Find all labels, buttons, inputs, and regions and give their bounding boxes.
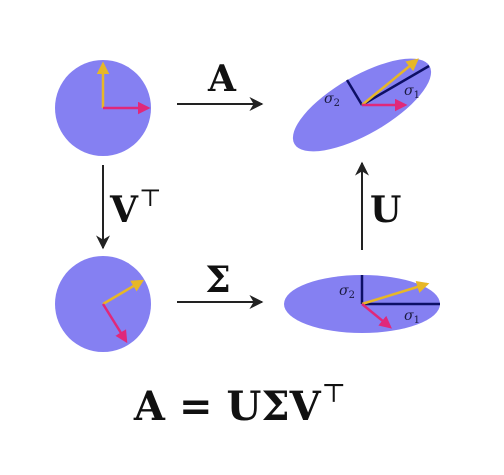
- sigma1-label-bottom: σ1: [404, 308, 420, 326]
- operator-u-label: U: [370, 189, 401, 231]
- scaled-vector-magenta: [361, 303, 392, 329]
- input-disc-group: [55, 60, 151, 156]
- output-vector-gold: [361, 58, 419, 106]
- operator-vt-label: V⊤: [109, 184, 162, 231]
- rotated-disc-group: [55, 256, 151, 352]
- scaled-vector-gold: [361, 280, 430, 306]
- sigma2-label-bottom: σ2: [339, 283, 355, 301]
- operator-a-label: A: [207, 58, 237, 100]
- scaled-ellipse-group: σ2 σ1: [284, 275, 440, 333]
- output-ellipse-group: σ2 σ1: [292, 58, 432, 152]
- svd-equation: A=UΣV⊤: [133, 379, 346, 430]
- sigma2-axis-rotated: [345, 79, 364, 106]
- rotated-vector-gold: [102, 279, 145, 306]
- operator-sigma-label: Σ: [205, 259, 230, 301]
- sigma1-label-top: σ1: [404, 83, 420, 101]
- sigma2-label-top: σ2: [324, 91, 340, 109]
- sigma1-axis-rotated: [361, 64, 430, 107]
- rotated-vector-magenta: [101, 303, 128, 344]
